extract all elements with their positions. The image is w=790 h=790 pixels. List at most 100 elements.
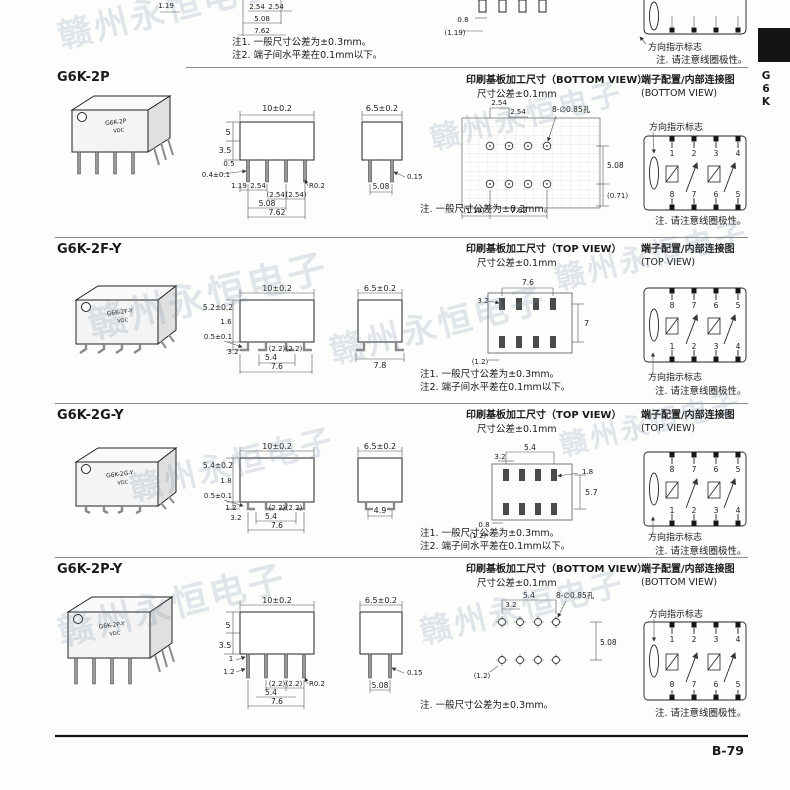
relay-marking: G6K-2F-Y: [106, 307, 133, 317]
pcb-layout-drawing: [489, 599, 602, 673]
dim-label: (1.2): [474, 672, 491, 680]
dim-label: 10±0.2: [262, 104, 292, 113]
pin-number: 3: [714, 149, 719, 158]
dim-label: 3.5: [219, 146, 232, 155]
pin-number: 3: [714, 342, 719, 351]
side-view-drawing: [355, 289, 405, 362]
relay-marking: VDC: [117, 479, 129, 486]
dim-label: 5.4: [265, 512, 277, 521]
dim-label: (1.19): [463, 207, 484, 215]
dim-label: 8-∅0.85孔: [556, 591, 595, 600]
dim-label: 5: [225, 621, 230, 630]
relay-marking: G6K-2P: [105, 118, 127, 128]
pcb-title: 印刷基板加工尺寸（BOTTOM VIEW）: [466, 73, 647, 86]
section-title: G6K-2P-Y: [57, 562, 123, 577]
dim-label: 1.8: [582, 468, 593, 476]
dim-label: (2.2): [269, 504, 286, 512]
pin-number: 8: [670, 680, 675, 689]
pin-number: 3: [714, 635, 719, 644]
dim-label: 8-∅0.85孔: [552, 105, 591, 114]
dim-label: 3.2: [230, 514, 241, 522]
page-number: B-79: [712, 743, 744, 758]
direction-label: 方向指示标志: [648, 41, 702, 53]
dim-label: R0.2: [309, 182, 325, 190]
dim-label: 5.08: [600, 638, 617, 647]
pcb-tolerance: 尺寸公差±0.1mm: [477, 423, 557, 435]
pin-number: 6: [714, 680, 719, 689]
pin-number: 1: [670, 342, 675, 351]
dim-label: 10±0.2: [262, 284, 292, 293]
dim-label: 7: [584, 319, 589, 328]
dim-label: 4.9: [374, 506, 387, 515]
dim-label: 2.54: [491, 99, 507, 107]
pcb-tolerance: 尺寸公差±0.1mm: [477, 257, 557, 269]
side-view-drawing: [361, 111, 406, 195]
note: 注2. 端子间水平差在0.1mm以下。: [232, 49, 382, 61]
side-tab-letter: G: [762, 70, 771, 82]
pcb-title: 印刷基板加工尺寸（TOP VIEW）: [466, 408, 621, 421]
dim-label: 5.2±0.2: [203, 303, 233, 312]
dim-label: 0.5±0.1: [204, 333, 232, 341]
dim-label: 3.2: [227, 348, 238, 356]
pin-number: 7: [692, 680, 697, 689]
dim-label: 7.62: [269, 208, 286, 217]
dim-label: 5.4±0.2: [203, 461, 233, 470]
dim-label: 2.54: [250, 182, 266, 190]
dim-label: 0.8: [478, 521, 489, 529]
pcb-title: 印刷基板加工尺寸（BOTTOM VIEW）: [466, 562, 647, 575]
dim-label: 1.2: [223, 668, 234, 676]
dim-label: (2.2): [286, 680, 303, 688]
side-tab-letter: K: [762, 96, 771, 108]
terminal-title: 端子配置/内部连接图: [641, 73, 735, 86]
dim-label: 2.54: [249, 3, 265, 11]
direction-label: 方向指示标志: [648, 371, 702, 383]
dim-label: 0.15: [407, 669, 423, 677]
dim-label: 6.5±0.2: [366, 104, 398, 113]
dim-label: 1: [229, 655, 233, 663]
relay-3d-drawing: [66, 596, 175, 685]
side-view-drawing: [357, 447, 403, 519]
page-chrome: G 6 K B-79: [55, 28, 790, 758]
pin-number: 7: [692, 465, 697, 474]
dim-label: (2.2): [286, 345, 303, 353]
pin-number: 1: [670, 149, 675, 158]
section-title: G6K-2P: [57, 70, 110, 85]
dim-label: 3.2: [477, 297, 488, 305]
terminal-view: (TOP VIEW): [641, 257, 695, 268]
dim-label: 1.19: [158, 2, 174, 10]
dim-label: 6.5±0.2: [365, 596, 397, 605]
coil-note: 注. 请注意线圈极性。: [656, 54, 748, 66]
dim-label: 0.5±0.1: [204, 492, 232, 500]
pin-number: 6: [714, 301, 719, 310]
pin-number: 1: [670, 635, 675, 644]
dim-label: 5.08: [607, 161, 624, 170]
pin-number: 8: [670, 190, 675, 199]
side-view-drawing: [359, 601, 405, 693]
note: 注1. 一般尺寸公差为±0.3mm。: [420, 368, 559, 380]
relay-3d-drawing: [74, 446, 178, 515]
dim-label: 1.2: [225, 504, 236, 512]
dim-label: 7.62: [254, 27, 270, 35]
direction-label: 方向指示标志: [648, 531, 702, 543]
dim-label: 0.5: [223, 160, 234, 168]
pin-number: 6: [714, 465, 719, 474]
pin-number: 2: [692, 149, 697, 158]
coil-note: 注. 请注意线圈极性。: [655, 385, 747, 397]
dim-label: 3.2: [494, 453, 505, 461]
dim-label: 5.4: [265, 353, 277, 362]
dim-label: 7.8: [374, 361, 387, 370]
dim-label: (2.2): [269, 680, 286, 688]
dim-label: 2.54: [510, 108, 526, 116]
front-view-drawing: [221, 111, 315, 219]
pin-number: 8: [670, 465, 675, 474]
relay-marking: VDC: [109, 630, 121, 637]
direction-label: 方向指示标志: [649, 608, 703, 620]
note: 注. 一般尺寸公差为±0.3mm。: [420, 203, 553, 215]
dim-label: 0.15: [407, 173, 423, 181]
terminal-view: (BOTTOM VIEW): [641, 88, 717, 99]
terminal-diagram: [643, 131, 747, 211]
